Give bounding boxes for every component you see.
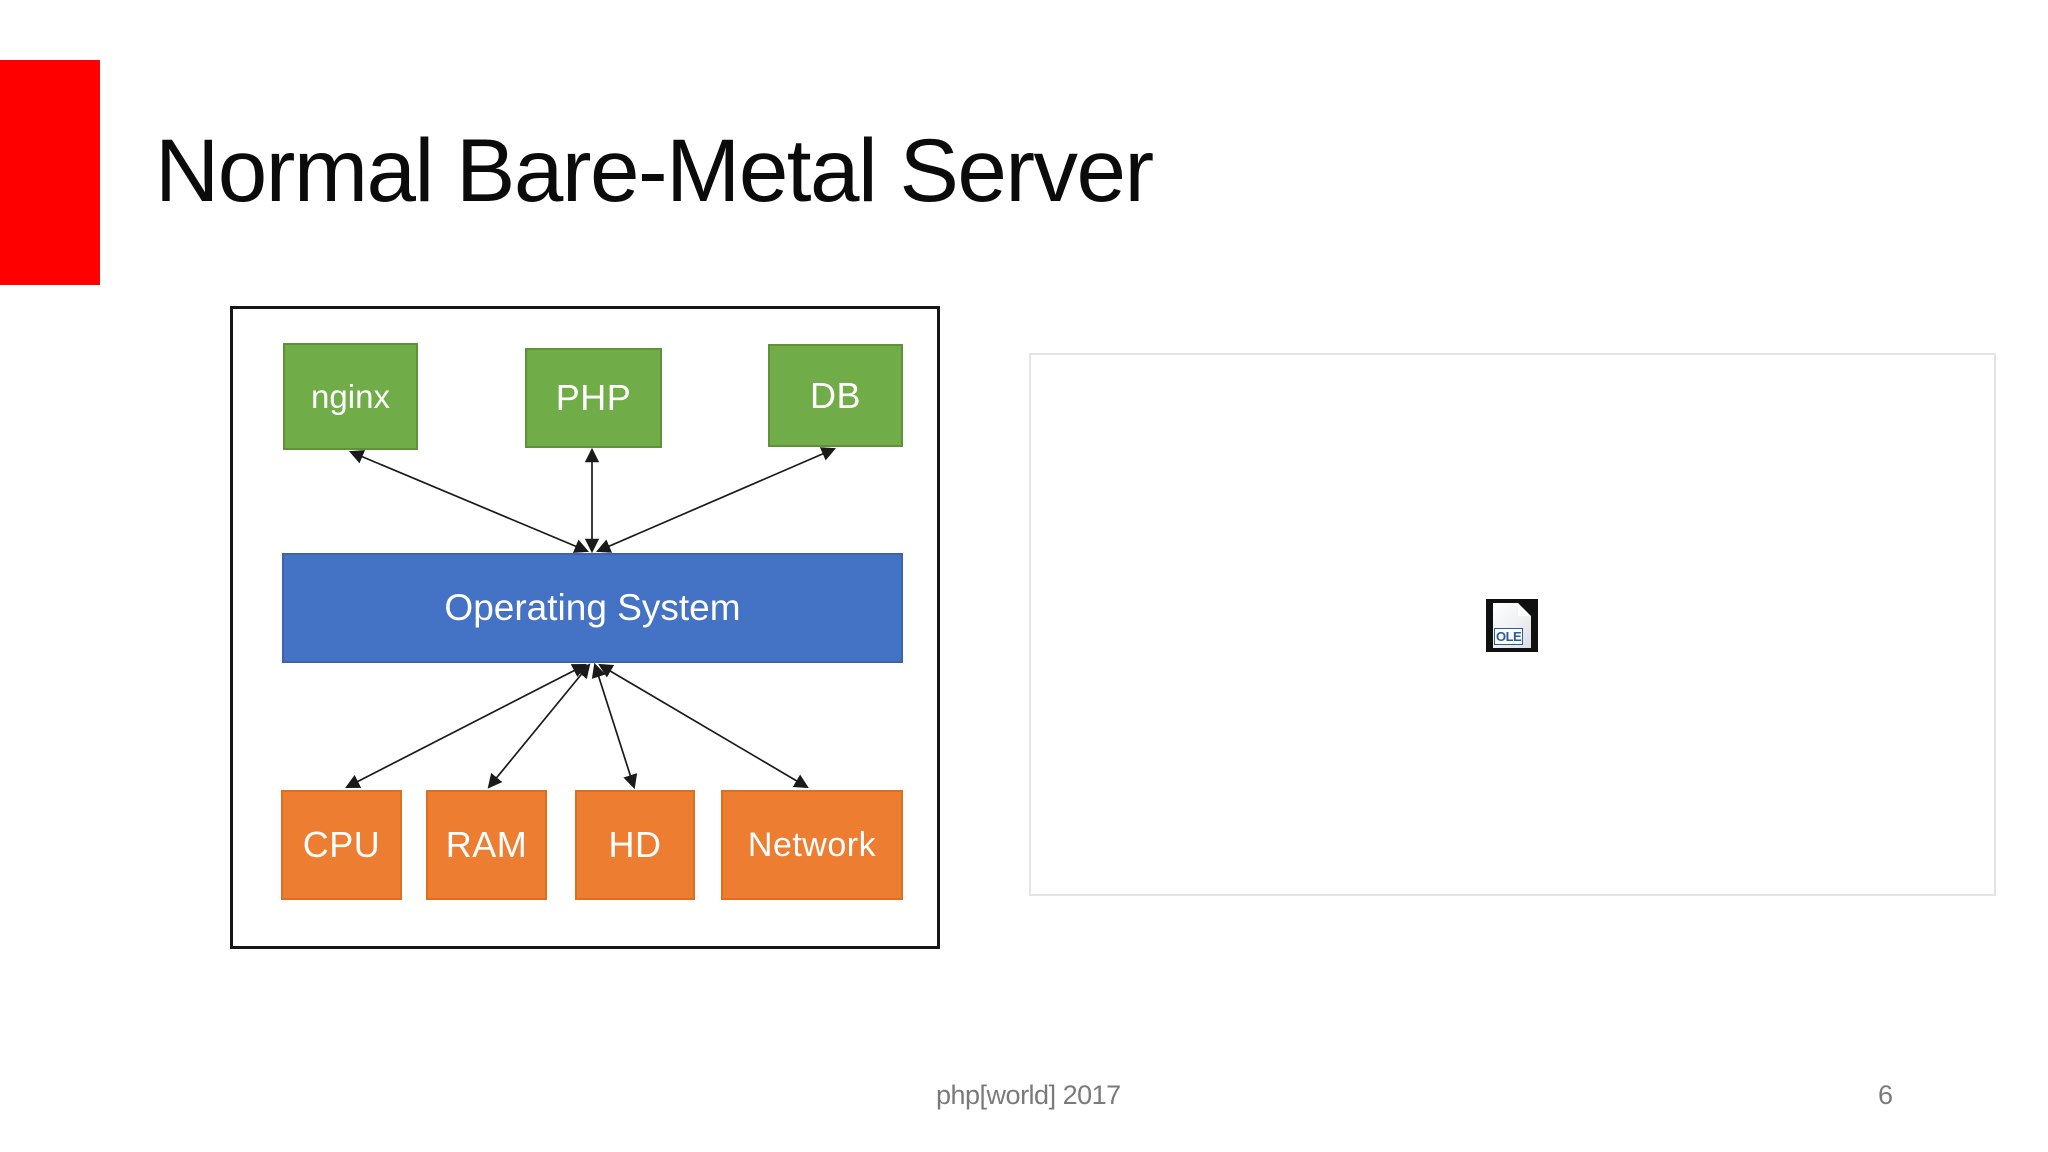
- diagram-node-nginx-label: nginx: [311, 377, 390, 415]
- diagram-node-network-label: Network: [747, 825, 877, 864]
- diagram-node-ram: RAM: [426, 790, 547, 900]
- ole-page-fold: [1518, 603, 1531, 616]
- slide-page-number: 6: [1878, 1080, 1893, 1110]
- diagram-node-cpu: CPU: [281, 790, 402, 900]
- server-architecture-diagram: nginx PHP DB Operating System CPU RAM HD…: [230, 306, 940, 949]
- diagram-node-hd-label: HD: [608, 824, 662, 865]
- page-title: Normal Bare-Metal Server: [155, 120, 1154, 220]
- diagram-node-operating-system: Operating System: [282, 553, 903, 663]
- diagram-arrows: [345, 447, 836, 790]
- diagram-node-cpu-label: CPU: [302, 824, 381, 865]
- diagram-node-db-label: DB: [809, 374, 861, 416]
- ole-label: OLE: [1494, 628, 1524, 645]
- ole-object-icon: OLE: [1486, 599, 1538, 652]
- empty-content-placeholder: OLE: [1029, 353, 1996, 896]
- ole-document-page: OLE: [1493, 603, 1531, 648]
- diagram-node-ram-label: RAM: [445, 824, 528, 865]
- diagram-node-nginx: nginx: [283, 343, 418, 450]
- diagram-node-operating-system-label: Operating System: [444, 587, 741, 628]
- diagram-node-php: PHP: [525, 348, 662, 448]
- diagram-node-db: DB: [768, 344, 903, 447]
- diagram-node-php-label: PHP: [555, 377, 632, 418]
- red-accent-block: [0, 60, 100, 285]
- diagram-node-hd: HD: [575, 790, 695, 900]
- footer-conference-label: php[world] 2017: [936, 1080, 1121, 1110]
- diagram-node-network: Network: [721, 790, 903, 900]
